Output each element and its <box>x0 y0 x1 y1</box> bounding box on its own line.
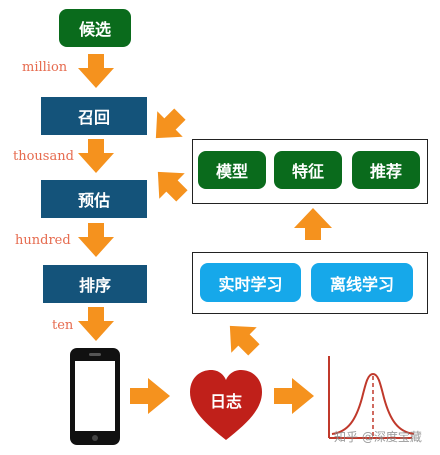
log-label: 日志 <box>209 392 242 411</box>
recall-box: 召回 <box>41 97 147 135</box>
watermark: 知乎 @深度宝藏 <box>334 430 422 444</box>
arrow-up-learning-to-model <box>294 208 332 240</box>
arrow-model-to-recall <box>155 108 186 139</box>
scale-ten: ten <box>52 318 74 333</box>
model-box: 模型 <box>198 151 266 189</box>
recommend-box: 推荐 <box>352 151 420 189</box>
arrow-down-candidates-to-recall <box>78 54 114 88</box>
log-label-wrap: 日志 <box>196 388 256 412</box>
recall-label: 召回 <box>77 108 110 127</box>
recall-candidates-label: 候选 <box>78 20 111 39</box>
arrow-right-log-to-curve <box>274 378 314 414</box>
recall-candidates-box: 候选 <box>59 9 131 47</box>
arrow-down-recall-to-estimate <box>78 139 114 173</box>
scale-million: million <box>22 60 68 75</box>
heart-icon <box>190 370 262 440</box>
estimate-box: 预估 <box>41 180 147 218</box>
arrow-model-to-estimate <box>157 171 188 202</box>
feature-label: 特征 <box>291 162 324 181</box>
phone-icon <box>70 348 120 445</box>
scale-thousand: thousand <box>13 149 74 164</box>
model-label: 模型 <box>215 162 248 181</box>
distribution-curve-icon <box>328 356 415 439</box>
feature-box: 特征 <box>274 151 342 189</box>
arrow-right-phone-to-log <box>130 378 170 414</box>
offline-learning-label: 离线学习 <box>329 274 394 294</box>
scale-hundred: hundred <box>15 233 71 248</box>
arrow-up-log-to-learning <box>229 325 260 356</box>
realtime-learning-label: 实时学习 <box>218 274 283 294</box>
offline-learning-box: 离线学习 <box>311 263 413 302</box>
realtime-learning-box: 实时学习 <box>200 263 301 302</box>
rank-box: 排序 <box>43 265 147 303</box>
estimate-label: 预估 <box>77 191 110 210</box>
recommend-label: 推荐 <box>369 162 402 181</box>
rank-label: 排序 <box>78 276 111 295</box>
arrow-down-rank-to-phone <box>78 307 114 341</box>
arrow-down-estimate-to-rank <box>78 223 114 257</box>
